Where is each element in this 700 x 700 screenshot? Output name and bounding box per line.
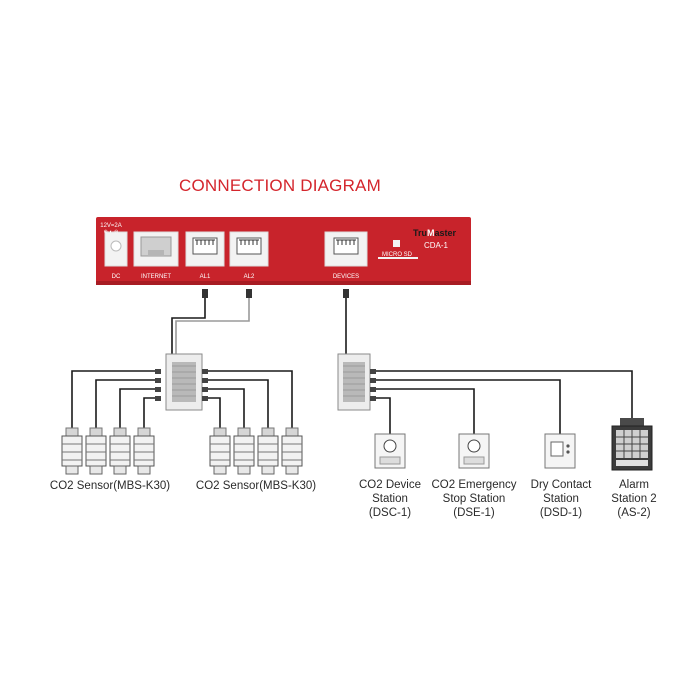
internet-label: INTERNET — [141, 274, 171, 280]
model-label: CDA-1 — [424, 241, 449, 250]
dry-contact-station — [544, 433, 576, 469]
sensor-group-label: CO2 Sensor(MBS-K30) — [49, 480, 171, 492]
dc-label: DC — [112, 274, 121, 280]
device-cables — [376, 370, 633, 434]
devices-label: DEVICES — [333, 274, 359, 280]
co2-sensor — [109, 427, 131, 475]
al2-label: AL2 — [244, 274, 255, 280]
power-rating-label: 12V=2A — [100, 223, 122, 229]
sensor-splitter — [155, 353, 208, 411]
device-label-dse: CO2 Emergency Stop Station (DSE-1) — [431, 479, 517, 519]
co2-emergency-stop-station — [458, 433, 490, 469]
co2-sensor — [61, 427, 83, 475]
diagram-title: CONNECTION DIAGRAM — [179, 176, 381, 195]
microsd-slot — [393, 240, 400, 247]
co2-sensor — [233, 427, 255, 475]
microsd-label: MICRO SD — [382, 252, 413, 258]
device-label-dsc: CO2 Device Station (DSC-1) — [359, 479, 421, 519]
power-polarity-icon: ⊕-◐-⊖ — [104, 229, 119, 235]
device-splitter — [337, 353, 376, 411]
device-label-as2: Alarm Station 2 (AS-2) — [611, 479, 657, 519]
dc-port — [104, 231, 128, 267]
co2-sensor — [281, 427, 303, 475]
co2-sensor — [209, 427, 231, 475]
al1-port — [185, 231, 225, 267]
internet-port — [133, 231, 179, 267]
co2-sensor — [257, 427, 279, 475]
alarm-station — [611, 418, 653, 471]
device-label-dsd: Dry Contact Station (DSD-1) — [530, 479, 592, 519]
co2-sensor — [85, 427, 107, 475]
devices-port — [324, 231, 368, 267]
al2-port — [229, 231, 269, 267]
co2-device-station — [374, 433, 406, 469]
right-sensor-cables — [208, 370, 293, 428]
controller-unit: DC INTERNET AL1 AL2 DEVICES MICRO SD 12V… — [96, 217, 471, 285]
al1-label: AL1 — [200, 274, 211, 280]
alarm-cables — [171, 298, 250, 354]
brand-logo: TruMaster — [413, 228, 457, 238]
co2-sensor — [133, 427, 155, 475]
cable-plugs — [202, 289, 349, 298]
sensor-group-label: CO2 Sensor(MBS-K30) — [195, 480, 317, 492]
left-sensor-cables — [71, 370, 155, 428]
